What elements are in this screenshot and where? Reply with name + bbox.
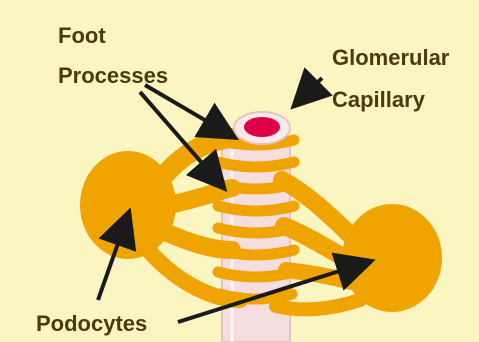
- capillary-opening: [234, 112, 290, 144]
- label-processes: Processes: [58, 62, 168, 90]
- label-capillary: Capillary: [332, 86, 425, 114]
- arrow-glomerular-capillary: [296, 78, 322, 104]
- label-podocytes: Podocytes: [36, 310, 147, 338]
- label-glomerular: Glomerular: [332, 44, 449, 72]
- label-foot: Foot: [58, 22, 106, 50]
